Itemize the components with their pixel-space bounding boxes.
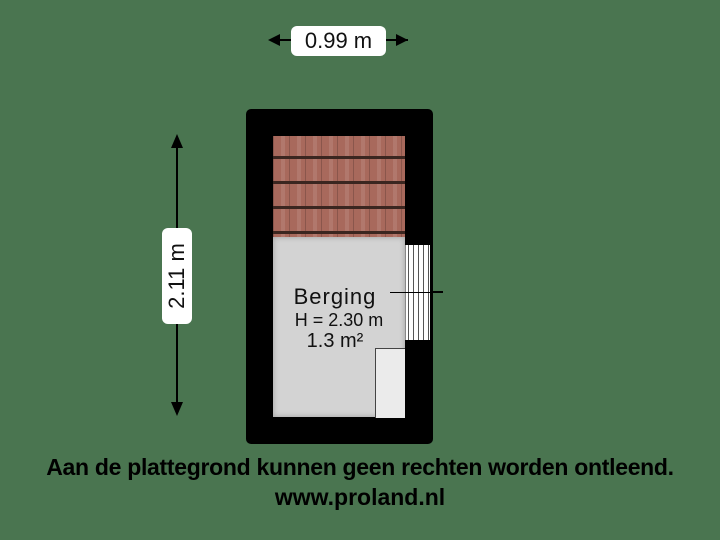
arrow-left-icon	[268, 34, 280, 46]
arrow-up-icon	[171, 134, 183, 148]
roof-tiles	[273, 136, 405, 237]
room-name: Berging	[293, 284, 377, 309]
room-height: H = 2.30 m	[294, 310, 384, 330]
room-area: 1.3 m²	[306, 330, 364, 352]
website-text: www.proland.nl	[274, 484, 446, 510]
room-pointer-tick	[430, 291, 443, 293]
arrow-down-icon	[171, 402, 183, 416]
depth-dimension-label: 2.11 m	[164, 243, 189, 309]
depth-dimension-box	[162, 228, 192, 324]
disclaimer-text: Aan de plattegrond kunnen geen rechten w…	[46, 454, 674, 480]
arrow-right-icon	[396, 34, 408, 46]
room-pointer-line	[390, 292, 443, 293]
width-dimension-label: 0.99 m	[291, 26, 386, 56]
storage-block	[375, 348, 405, 418]
